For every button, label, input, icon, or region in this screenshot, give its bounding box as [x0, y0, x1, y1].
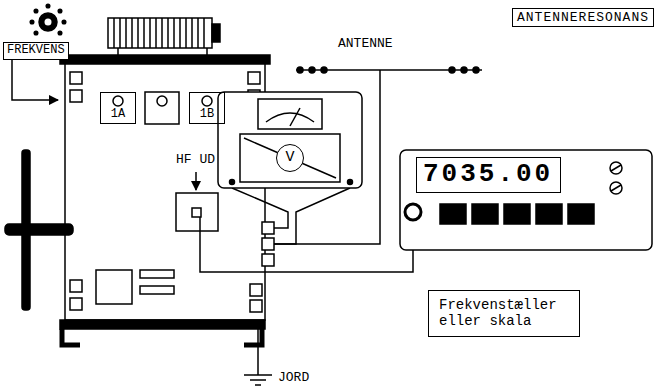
frequency-knob	[30, 4, 66, 35]
terminal-box: 1A	[100, 92, 136, 124]
ground-symbol	[244, 329, 272, 385]
meter-wire	[232, 188, 288, 228]
knob-leader	[12, 60, 58, 100]
terminal-box: 1B	[189, 92, 225, 124]
meter-symbol: V	[276, 144, 304, 172]
part-label: HF UD	[174, 152, 217, 167]
part-label: ANTENNE	[336, 36, 395, 51]
node-text: FREKVENS	[7, 44, 65, 58]
frequency-counter	[400, 150, 652, 250]
node-text: 7035.00	[423, 160, 554, 190]
counter-lead	[200, 217, 413, 272]
voltmeter	[218, 92, 362, 188]
title-box: ANTENNERESONANS	[512, 8, 654, 27]
node-text: V	[277, 145, 303, 170]
label-box: FREKVENS	[3, 42, 69, 60]
note-box: Frekvenstæller eller skala	[428, 290, 580, 337]
antenna-wire	[296, 67, 482, 73]
node-text: 1B	[190, 108, 224, 122]
meter-wire	[274, 188, 350, 244]
part-label: JORD	[276, 370, 311, 385]
node-text: Frekvenstæller eller skala	[439, 297, 569, 329]
node-text: 1A	[101, 108, 135, 122]
counter-display: 7035.00	[416, 157, 561, 193]
